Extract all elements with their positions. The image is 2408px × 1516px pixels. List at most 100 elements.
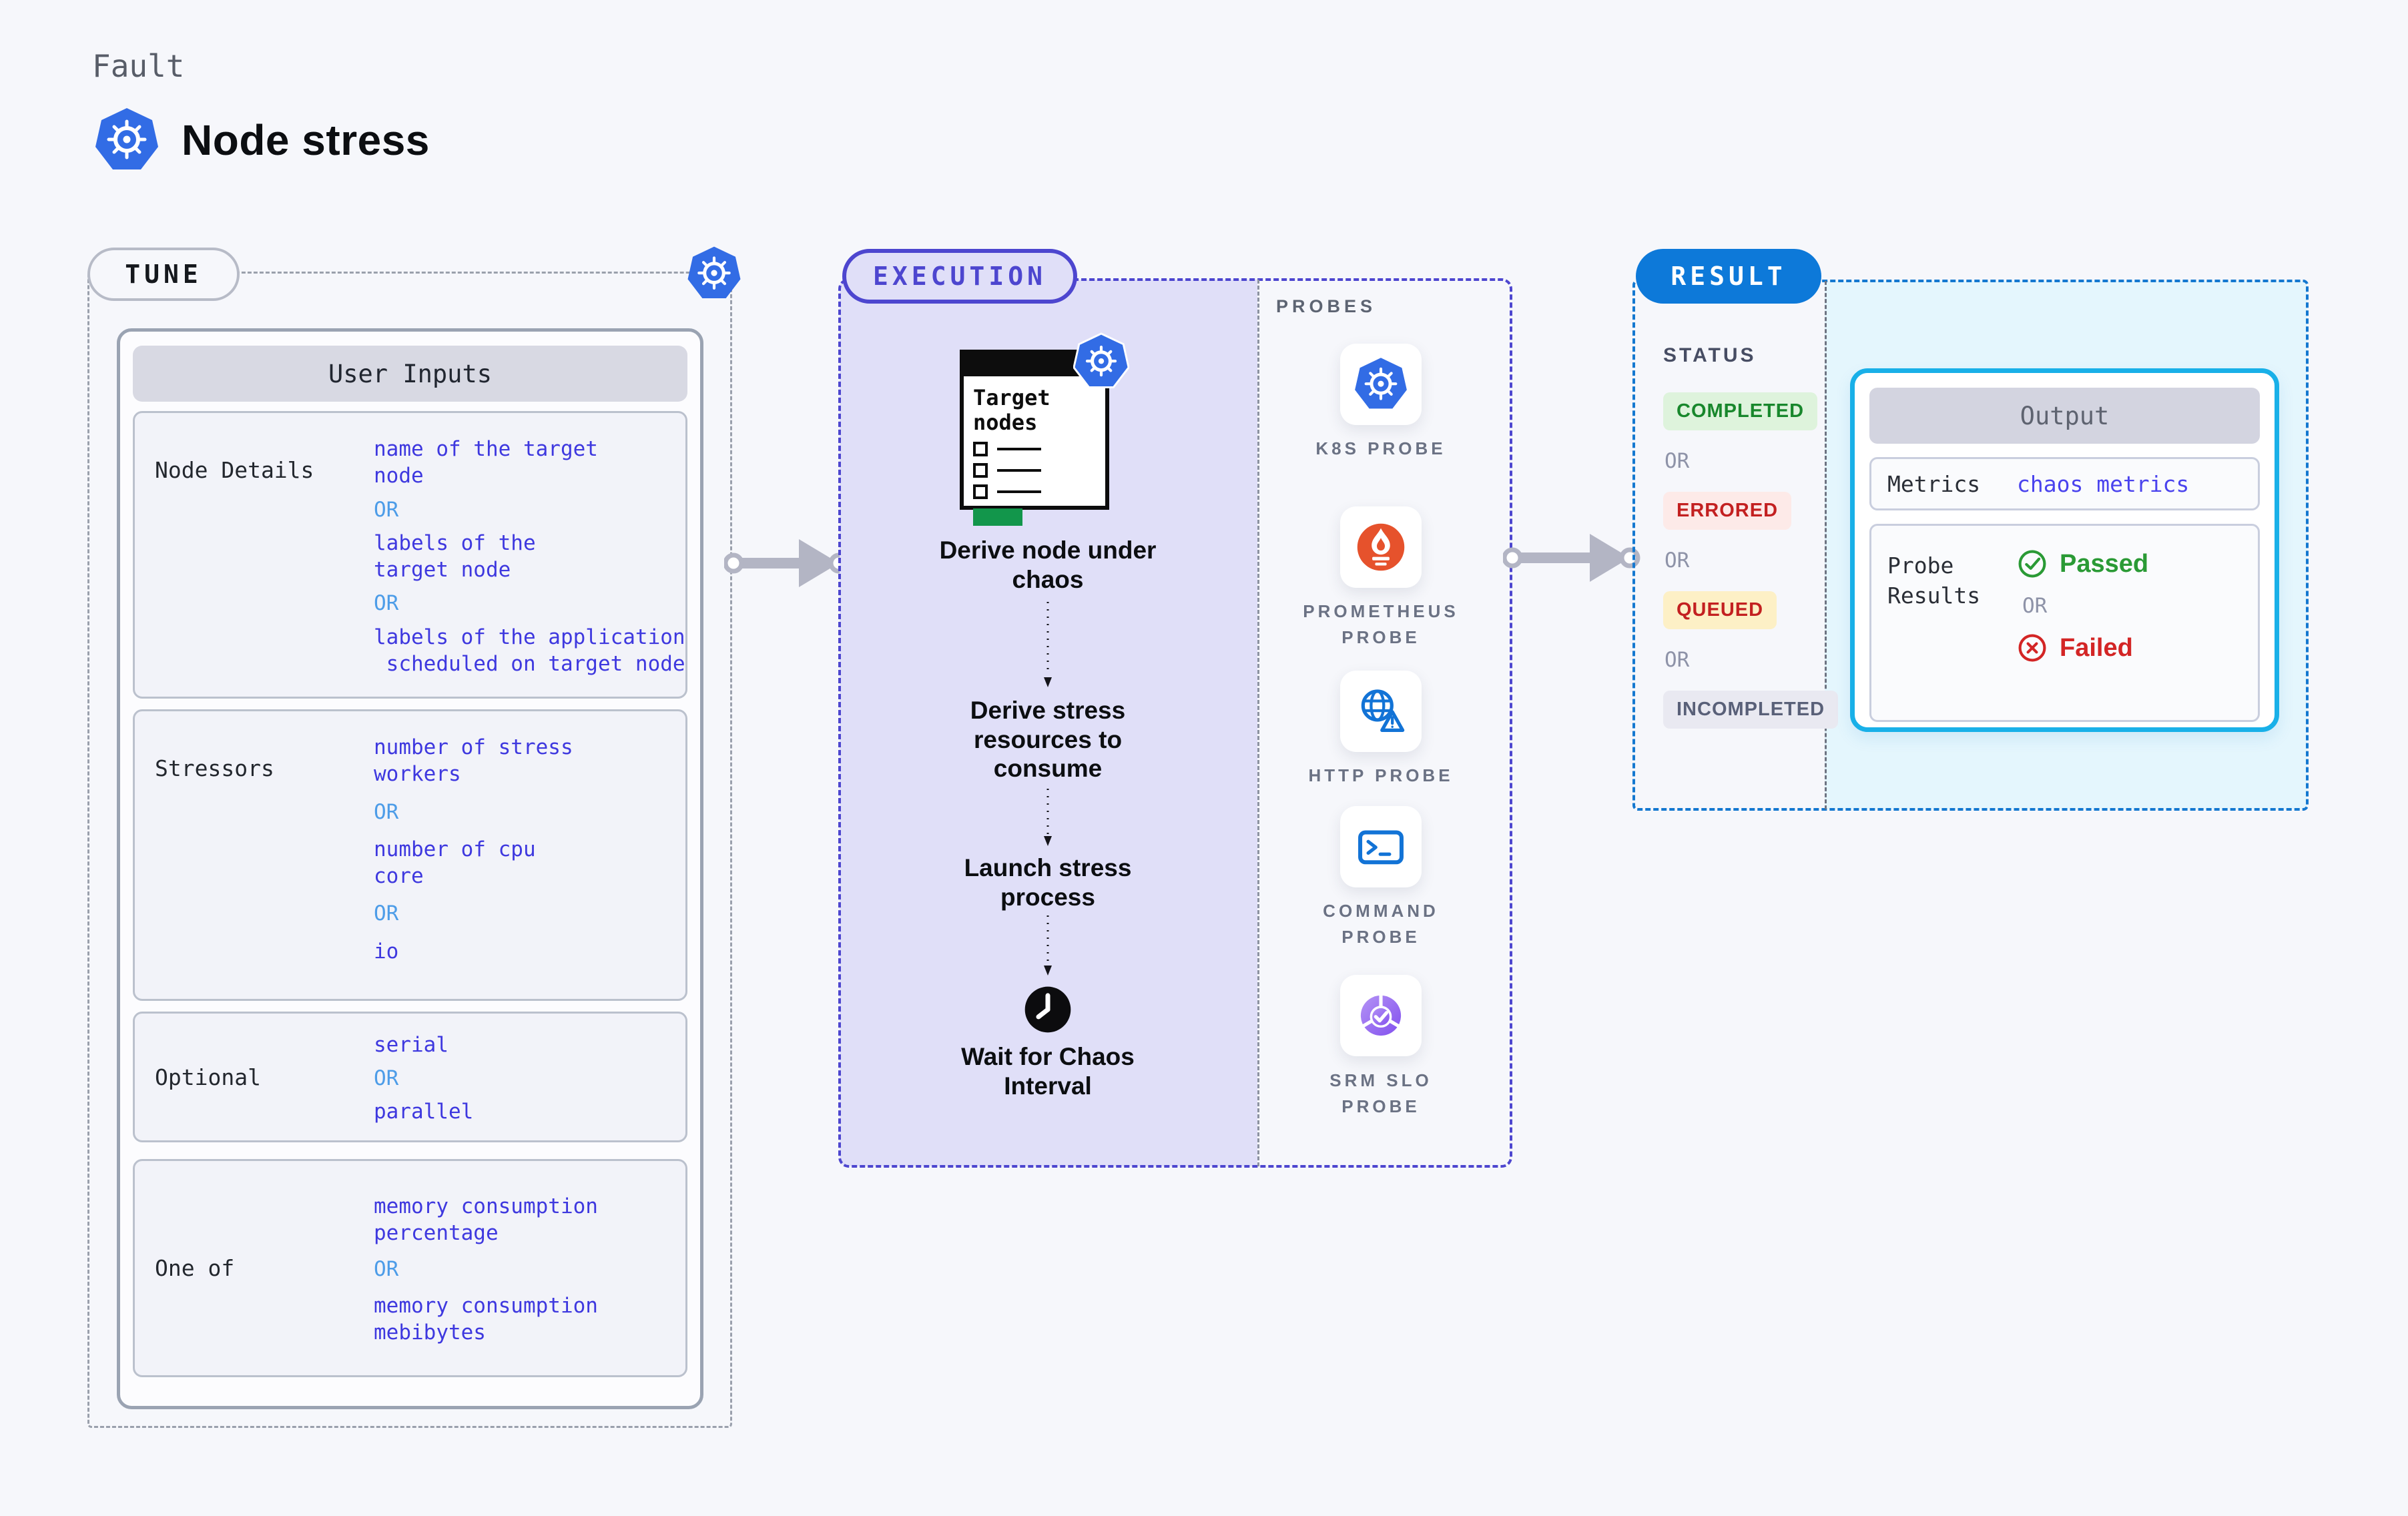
probe-results-row: Probe Results Passed OR Faile: [1869, 524, 2260, 722]
input-value: number of stress workers: [374, 735, 573, 787]
flow-step-launch-stress: Launch stress process: [964, 854, 1132, 911]
status-badge-queued: QUEUED: [1663, 591, 1777, 629]
input-row-values: memory consumption percentage OR memory …: [374, 1170, 598, 1366]
tune-section: [87, 272, 732, 1428]
probe-card-http: [1340, 671, 1422, 752]
execution-badge: EXECUTION: [842, 249, 1077, 304]
input-row-label: One of: [155, 1255, 235, 1281]
or-separator: OR: [1665, 648, 1690, 672]
or-separator: OR: [374, 1066, 399, 1090]
checkbox-icon: [973, 462, 988, 478]
probe-results-label: Probe Results: [1887, 552, 1981, 609]
terminal-icon: [1358, 830, 1404, 865]
checkbox-icon: [973, 441, 988, 456]
or-separator: OR: [374, 799, 399, 824]
input-row-label: Stressors: [155, 755, 274, 781]
passed-line: Passed: [2017, 548, 2148, 579]
probe-label-srm-slo: SRM SLO PROBE: [1329, 1070, 1432, 1116]
flow-arrow-down-icon: [1044, 602, 1052, 687]
probe-card-k8s: [1340, 344, 1422, 425]
probe-card-command: [1340, 806, 1422, 887]
probe-card-srm-slo: [1340, 975, 1422, 1056]
page-header: Node stress: [93, 105, 430, 175]
input-row-values: name of the target node OR labels of the…: [374, 413, 685, 697]
flow-step-derive-node: Derive node under chaos: [939, 536, 1157, 593]
flow-step-wait-interval: Wait for Chaos Interval: [961, 1043, 1135, 1100]
line-placeholder: [997, 447, 1041, 450]
tune-to-execution-arrow: [724, 539, 850, 587]
kubernetes-icon: [95, 108, 158, 169]
probe-results-values: Passed OR Failed: [2017, 526, 2148, 720]
result-divider: [1825, 281, 1827, 809]
input-value: memory consumption mebibytes: [374, 1293, 598, 1345]
input-row-node-details: Node Details name of the target node OR …: [133, 411, 687, 699]
input-value: serial: [374, 1032, 448, 1057]
input-row-label: Optional: [155, 1064, 261, 1090]
checkbox-icon: [973, 484, 988, 499]
tune-badge: TUNE: [87, 248, 240, 301]
kubernetes-icon: [1355, 358, 1407, 409]
x-circle-icon: [2018, 634, 2046, 662]
check-circle-icon: [2018, 550, 2046, 578]
metrics-value: chaos metrics: [2017, 470, 2190, 497]
probe-label-http: HTTP PROBE: [1308, 765, 1454, 785]
globe-warning-icon: [1361, 689, 1405, 732]
checkbox-row: [973, 484, 1067, 499]
result-section: [1632, 280, 2309, 811]
status-badge-completed: COMPLETED: [1663, 392, 1818, 430]
execution-to-result-arrow: [1503, 534, 1640, 582]
line-placeholder: [997, 468, 1041, 472]
input-value: memory consumption percentage: [374, 1194, 598, 1246]
failed-line: Failed: [2017, 633, 2148, 663]
or-separator: OR: [374, 497, 399, 522]
probe-card-prometheus: [1340, 506, 1422, 588]
line-placeholder: [997, 490, 1041, 493]
status-badge-incompleted: INCOMPLETED: [1663, 691, 1839, 729]
prometheus-icon: [1357, 523, 1405, 571]
fault-eyebrow-label: Fault: [92, 48, 185, 84]
probe-label-prometheus: PROMETHEUS PROBE: [1303, 601, 1459, 647]
kubernetes-icon: [687, 246, 741, 298]
green-button-graphic: [973, 508, 1022, 526]
input-row-stressors: Stressors number of stress workers OR nu…: [133, 709, 687, 1001]
kubernetes-icon: [1073, 332, 1129, 388]
probe-label-command: COMMAND PROBE: [1323, 901, 1439, 947]
failed-label: Failed: [2060, 633, 2133, 662]
execution-section: [838, 278, 1512, 1168]
input-value: labels of the application scheduled on t…: [374, 625, 685, 677]
input-row-values: serial OR parallel: [374, 1009, 473, 1146]
status-title: STATUS: [1663, 344, 1757, 366]
input-row-optional: Optional serial OR parallel: [133, 1012, 687, 1142]
or-separator: OR: [2022, 594, 2048, 618]
input-row-one-of: One of memory consumption percentage OR …: [133, 1159, 687, 1377]
user-inputs-title: User Inputs: [133, 346, 687, 402]
probes-title: PROBES: [1276, 296, 1377, 316]
or-separator: OR: [374, 591, 399, 616]
or-separator: OR: [1665, 449, 1690, 473]
result-badge: RESULT: [1636, 249, 1821, 304]
status-column: STATUS COMPLETED OR ERRORED OR QUEUED OR…: [1663, 344, 1839, 729]
metrics-label: Metrics: [1887, 470, 1981, 497]
input-value: labels of the target node: [374, 530, 536, 583]
output-card: Output Metrics chaos metrics Probe Resul…: [1850, 368, 2279, 732]
clock-icon: [1024, 986, 1071, 1033]
flow-arrow-down-icon: [1044, 789, 1052, 846]
metrics-row: Metrics chaos metrics: [1869, 457, 2260, 510]
input-value: io: [374, 939, 399, 964]
input-value: number of cpu core: [374, 837, 536, 889]
output-title: Output: [1869, 388, 2260, 444]
execution-probes-divider: [1257, 280, 1259, 1166]
checkbox-row: [973, 462, 1067, 478]
or-separator: OR: [1665, 548, 1690, 573]
page-title: Node stress: [182, 116, 430, 164]
input-value: parallel: [374, 1100, 474, 1124]
or-separator: OR: [374, 901, 399, 926]
slo-gauge-icon: [1360, 994, 1402, 1036]
flow-arrow-down-icon: [1044, 915, 1052, 976]
status-badge-errored: ERRORED: [1663, 492, 1792, 530]
clipboard-title: Target nodes: [973, 385, 1050, 435]
input-row-label: Node Details: [155, 457, 314, 483]
probe-label-k8s: K8S PROBE: [1315, 438, 1446, 458]
input-row-values: number of stress workers OR number of cp…: [374, 711, 573, 999]
target-nodes-clipboard: Target nodes: [960, 332, 1129, 526]
